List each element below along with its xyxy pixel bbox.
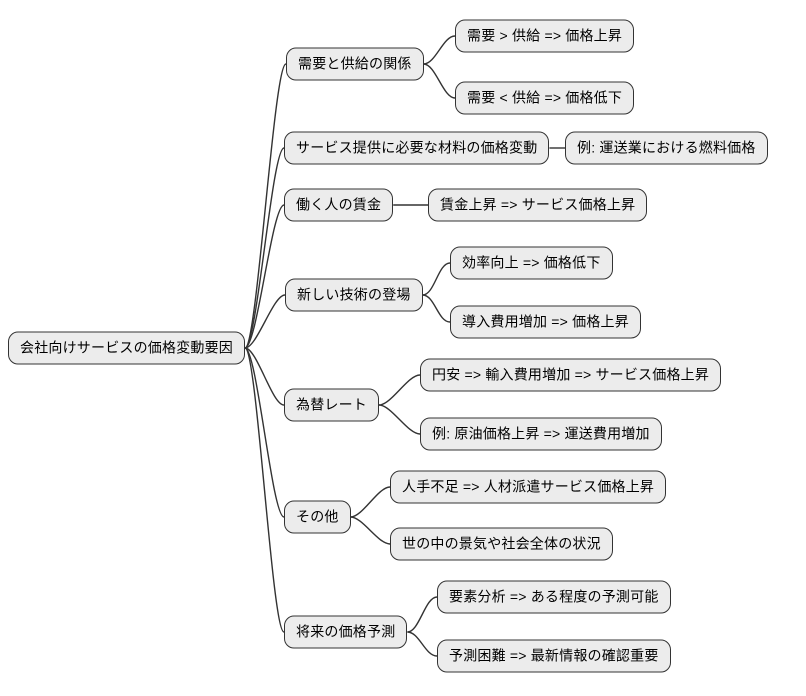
connector-b4-c4b	[422, 294, 451, 323]
connector-root-b7	[244, 347, 285, 633]
mindmap-node-c1b: 需要 < 供給 => 価格低下	[455, 81, 635, 115]
connector-root-b1	[244, 63, 287, 349]
connector-root-b3	[244, 204, 285, 349]
mindmap-node-b6: その他	[284, 500, 351, 534]
mindmap-node-c5b: 例: 原油価格上昇 => 運送費用増加	[420, 417, 662, 451]
mindmap-node-c3a: 賃金上昇 => サービス価格上昇	[428, 188, 648, 222]
mindmap-node-b1: 需要と供給の関係	[286, 47, 424, 81]
mindmap-node-c7b: 予測困難 => 最新情報の確認重要	[437, 639, 671, 673]
connector-b1-c1a	[423, 35, 456, 65]
connector-b5-c5a	[378, 374, 421, 406]
mindmap-node-root: 会社向けサービスの価格変動要因	[8, 331, 245, 365]
connector-b5-c5b	[378, 404, 421, 435]
mindmap-node-c6b: 世の中の景気や社会全体の状況	[390, 527, 613, 561]
connector-b6-c6a	[350, 486, 391, 518]
connector-b6-c6b	[350, 516, 391, 545]
connector-b4-c4a	[422, 262, 451, 296]
mindmap-node-c1a: 需要 > 供給 => 価格上昇	[455, 19, 635, 53]
mindmap-node-b5: 為替レート	[284, 388, 379, 422]
connector-root-b6	[244, 347, 285, 518]
mindmap-node-c4b: 導入費用増加 => 価格上昇	[450, 305, 641, 339]
mindmap-node-c5a: 円安 => 輸入費用増加 => サービス価格上昇	[420, 358, 722, 392]
mindmap-node-c4a: 効率向上 => 価格低下	[450, 246, 613, 280]
mindmap-node-c2a: 例: 運送業における燃料価格	[565, 131, 768, 165]
connector-root-b4	[244, 294, 286, 349]
connector-b7-c7b	[407, 631, 438, 657]
mindmap-node-b4: 新しい技術の登場	[285, 278, 423, 312]
mindmap-node-b7: 将来の価格予測	[284, 615, 408, 649]
connector-b7-c7a	[407, 596, 438, 633]
connector-root-b2	[244, 147, 285, 349]
mindmap-node-c7a: 要素分析 => ある程度の予測可能	[437, 580, 671, 614]
mindmap-node-c6a: 人手不足 => 人材派遣サービス価格上昇	[390, 470, 667, 504]
mindmap-node-b3: 働く人の賃金	[284, 188, 394, 222]
connector-b1-c1b	[423, 63, 456, 99]
mindmap-node-b2: サービス提供に必要な材料の価格変動	[284, 131, 550, 165]
connector-root-b5	[244, 347, 285, 406]
